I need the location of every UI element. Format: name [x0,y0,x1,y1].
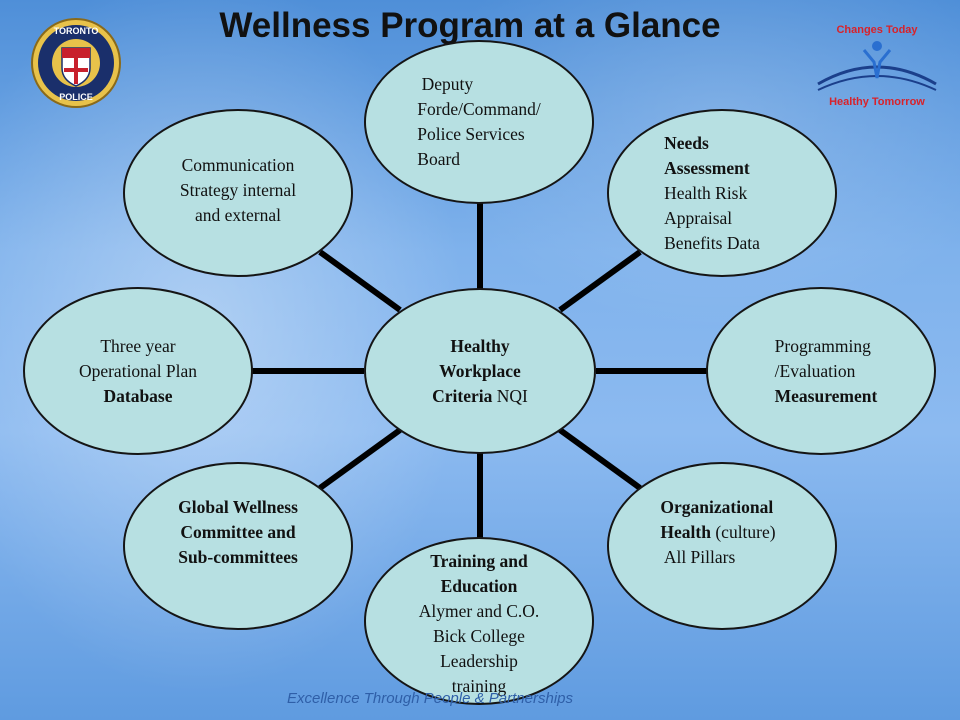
node-text-run: Three year [100,335,176,356]
node-text-run: Operational Plan [78,360,198,381]
node-text-line: Programming [775,334,878,359]
node-text-line: Sub-committees [178,545,298,570]
node-text-line: Operational Plan [79,359,197,384]
node-text-run: Criteria [432,385,493,406]
node-text-run: Leadership [440,651,518,671]
footer-tagline: Excellence Through People & Partnerships [287,690,573,707]
node-text-run: Health [660,521,711,542]
node-text-line: Bick College [419,624,540,649]
node-text-line: Measurement [775,384,878,409]
node-text-line: Global Wellness [178,495,298,520]
node-text-run: Communication [181,154,295,175]
node-text-run: Forde/Command/ [417,99,541,119]
node-text-run: Needs [664,132,709,153]
node-text-line: Appraisal [664,206,760,231]
node-text-run: Board [417,149,461,169]
person-figure-icon [817,41,937,91]
node-text-line: Assessment [664,156,760,181]
node-text-run: Workplace [439,360,521,381]
node-text-line: Committee and [178,520,298,545]
node-text-line: /Evaluation [775,359,878,384]
node-text-run: Bick College [433,626,525,646]
node-text-run: training [451,676,507,696]
node-text-run: (culture) [710,521,776,542]
node-text-run: Database [103,385,173,406]
logo-top-text: Changes Today [836,24,918,36]
node-text-line: Education [419,574,540,599]
node-text-run: Alymer and C.O. [418,601,540,621]
node-text-run: Strategy internal [179,179,297,200]
node-text-run: Committee and [180,521,296,542]
node-text-line: Database [79,384,197,409]
changes-today-logo: Changes Today Healthy Tomorrow [812,22,942,112]
node-text-run: Organizational [660,496,774,517]
node-text-line: Needs [664,131,760,156]
badge-top-text: TORONTO [54,26,99,36]
node-text-line: Board [417,147,540,172]
node-text-run: Health Risk [664,182,748,203]
node-text-run: Programming [774,335,871,356]
node-text-run: Training and [430,551,528,571]
page-title: Wellness Program at a Glance [219,6,721,45]
node-text-line: Health Risk [664,181,760,206]
logo-bottom-text: Healthy Tomorrow [829,96,925,108]
node-text-line: All Pillars [660,545,775,570]
node-text-line: Strategy internal [180,178,296,203]
node-text-line: training [419,674,540,699]
node-text-run: Healthy [450,335,510,356]
node-text-line: Health (culture) [660,520,775,545]
node-text-run: Police Services [417,124,525,144]
node-text-line: Criteria NQI [432,384,528,409]
node-text-line: Communication [180,153,296,178]
node-text-line: Training and [419,549,540,574]
node-text-line: Benefits Data [664,231,760,256]
connector-bottom-left [318,427,402,491]
node-text-line: Police Services [417,122,540,147]
node-text-line: and external [180,203,296,228]
node-text-line: Deputy [417,72,540,97]
node-text-run: Education [440,576,518,596]
connector-bottom-right [558,427,642,491]
node-text-line: Healthy [432,334,528,359]
node-text-run: /Evaluation [774,360,856,381]
connector-top-left [318,249,402,313]
node-text-line: Three year [79,334,197,359]
node-text-run: Global Wellness [178,496,298,517]
connector-top-right [558,249,642,313]
toronto-police-badge-icon: TORONTO POLICE [31,18,121,108]
node-text-line: Leadership [419,649,540,674]
node-text-run: Appraisal [664,207,733,228]
badge-bottom-text: POLICE [59,92,93,102]
node-text-run: All Pillars [660,546,736,567]
node-text-run: Measurement [774,385,878,406]
node-text-line: Organizational [660,495,775,520]
node-text-run: Assessment [664,157,750,178]
node-text-line: Alymer and C.O. [419,599,540,624]
node-text-run: Deputy [417,74,474,94]
node-text-run: Benefits Data [664,232,760,253]
node-text-line: Workplace [432,359,528,384]
node-text-line: Forde/Command/ [417,97,540,122]
node-text-run: Sub-committees [178,546,298,567]
node-text-run: NQI [492,385,528,406]
node-text-run: and external [195,204,281,225]
